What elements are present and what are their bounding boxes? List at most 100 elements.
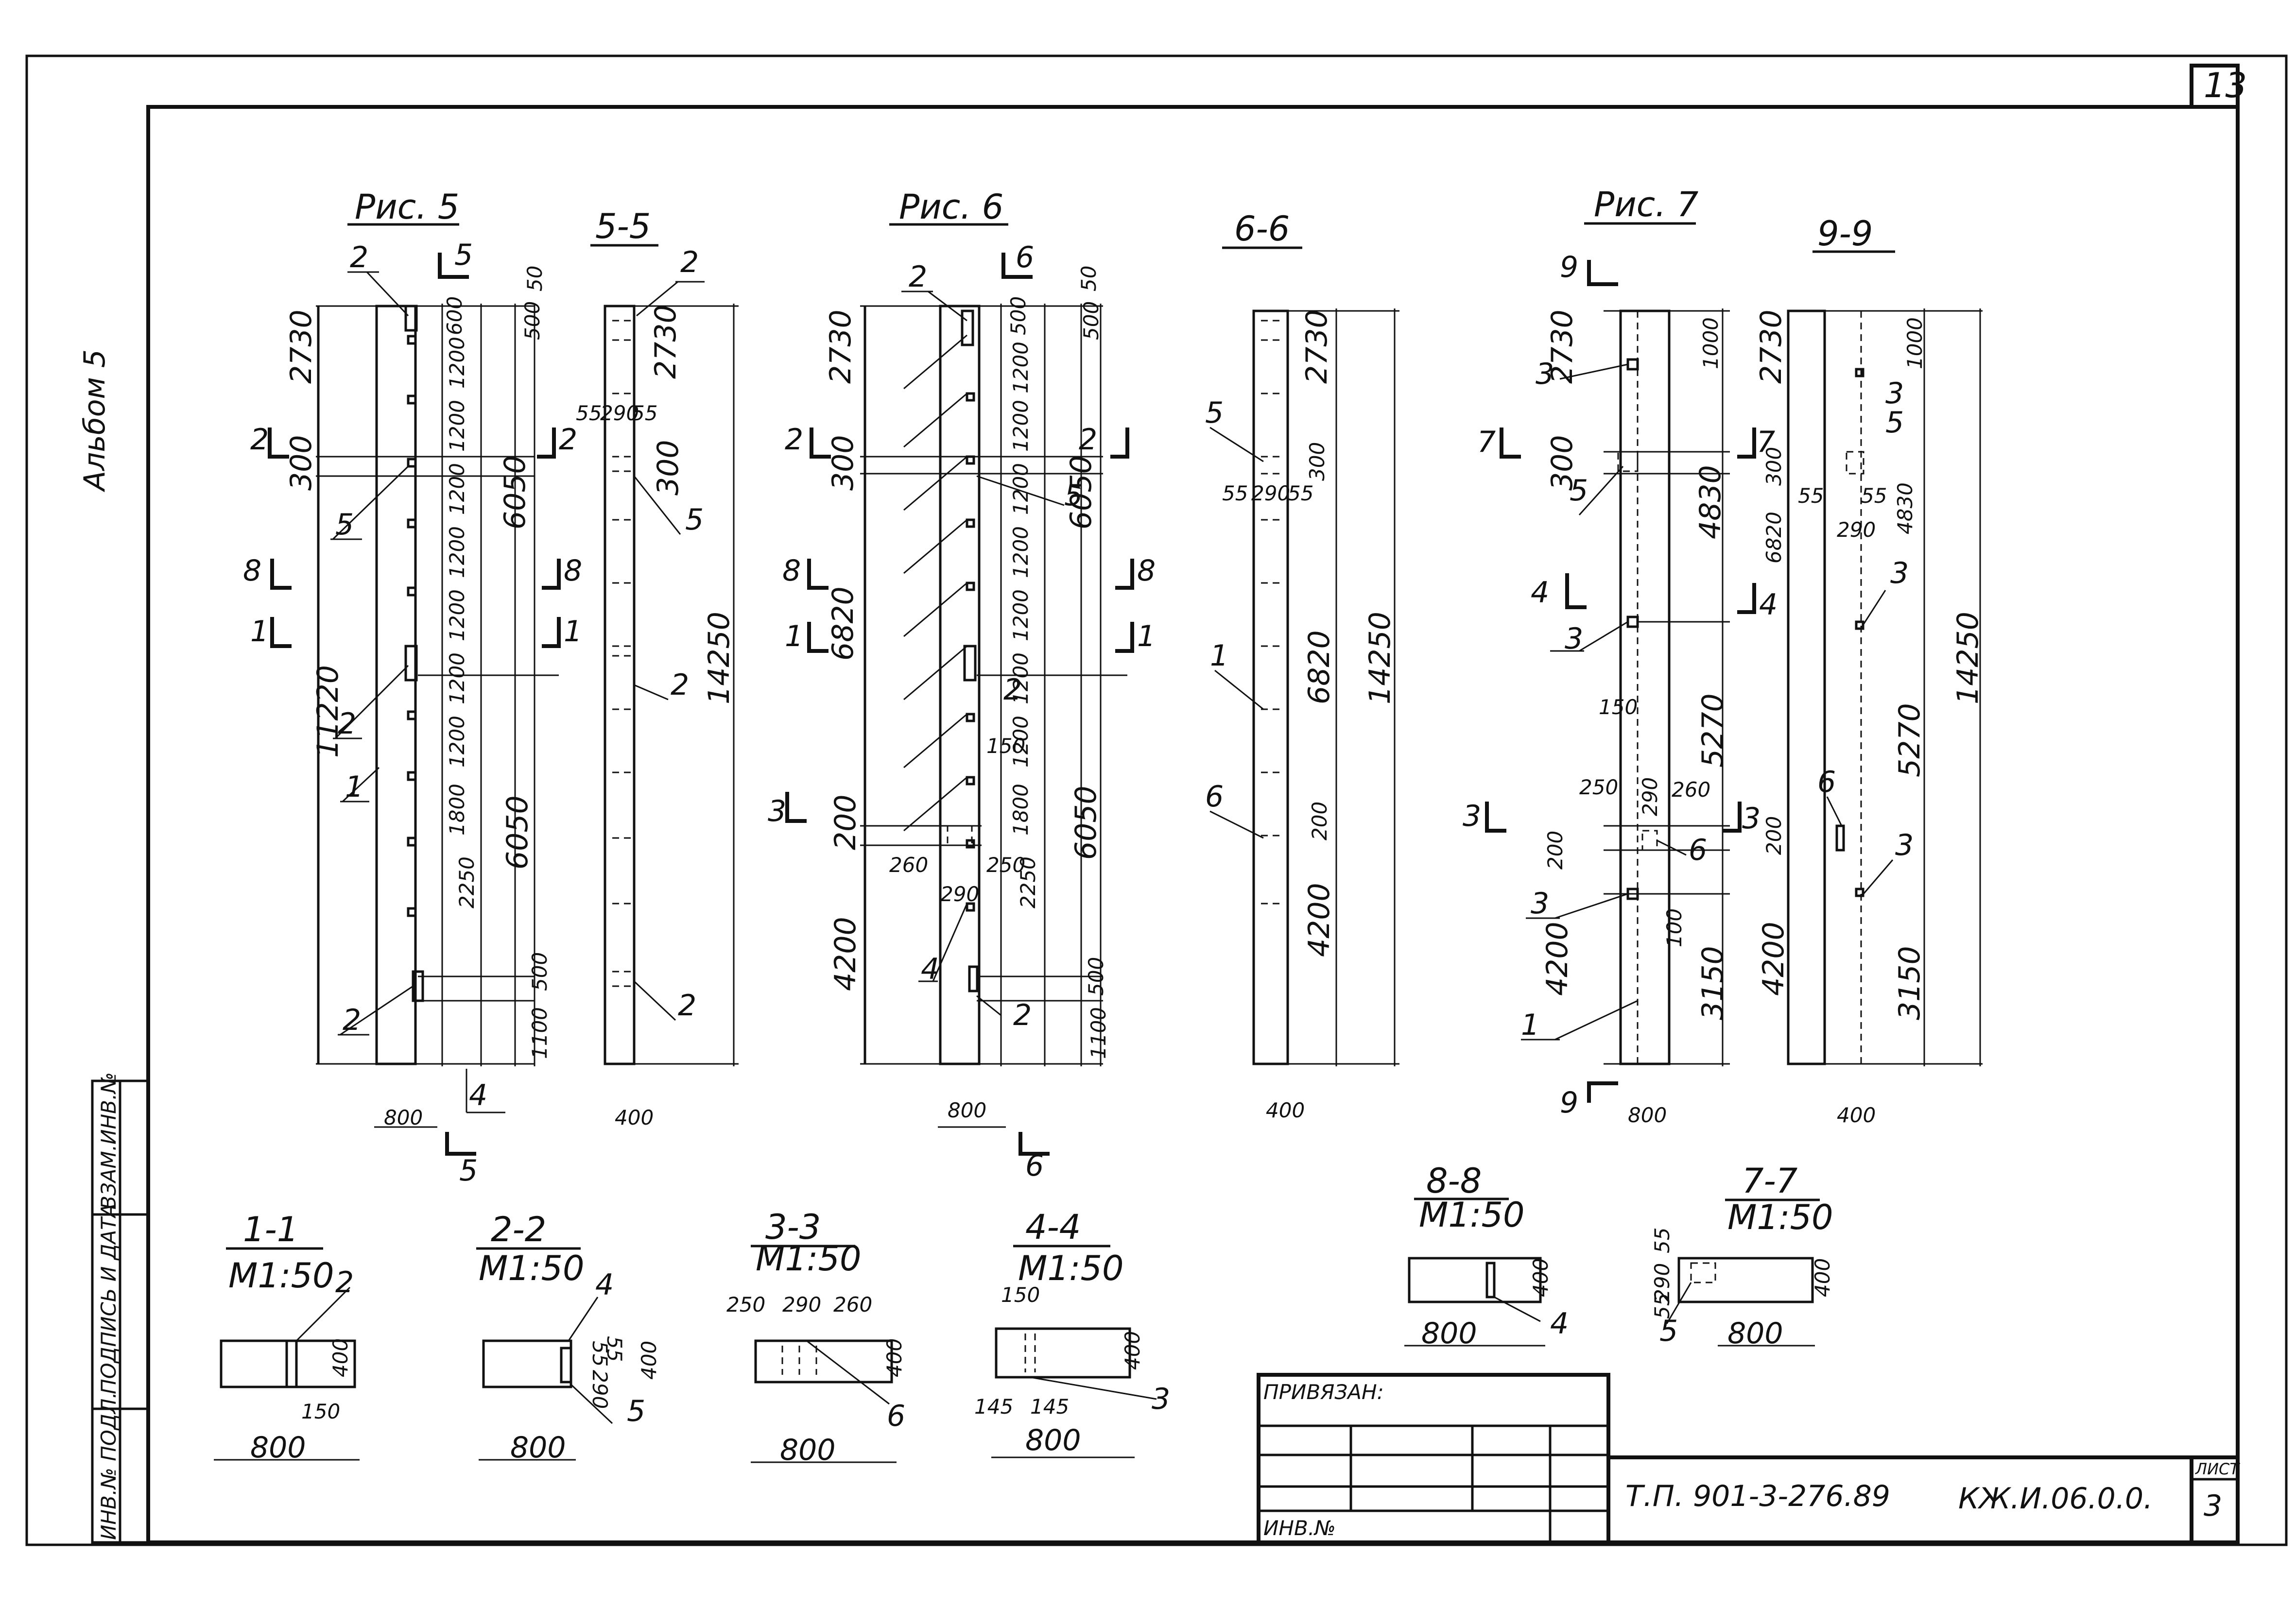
leader-label: 4 bbox=[921, 952, 939, 986]
cut-label: 2 bbox=[1079, 423, 1097, 457]
figure-5: Рис. 5 bbox=[243, 187, 739, 1188]
dim-text: 300 bbox=[1305, 442, 1329, 481]
dim-text: 800 bbox=[948, 1098, 986, 1122]
dim-text: 1200 bbox=[445, 652, 469, 704]
fig7-section-marks bbox=[1835, 368, 1864, 897]
stamp-replaced-inv: ВЗАМ.ИНВ.№ bbox=[97, 1072, 121, 1210]
dim-text: 500 bbox=[520, 301, 544, 340]
dim-text: 55 bbox=[1798, 484, 1824, 508]
dim-text: 4200 bbox=[1302, 883, 1336, 957]
stamp-inv-no: ИНВ.№ ПОДЛ. bbox=[97, 1392, 121, 1540]
dim-text: 2250 bbox=[1016, 856, 1040, 908]
section-1-1: 1-1 М1:50 2 400 150 800 bbox=[214, 1210, 360, 1465]
dim-text: 6820 bbox=[1762, 512, 1786, 564]
dim-text: 250 bbox=[986, 853, 1025, 877]
dim-text: 5270 bbox=[1893, 703, 1927, 777]
dim-text: 800 bbox=[1628, 1103, 1667, 1127]
dim-text: 150 bbox=[986, 734, 1025, 758]
dim-text: 400 bbox=[1529, 1258, 1553, 1297]
dim-text: 400 bbox=[615, 1106, 654, 1129]
cut-label: 3 bbox=[1742, 802, 1761, 836]
section-title: 1-1 bbox=[243, 1210, 298, 1249]
dim-text: 300 bbox=[826, 435, 860, 491]
leader-label: 5 bbox=[1659, 1314, 1678, 1348]
sheet-frame: 13 Альбом 5 bbox=[25, 54, 2288, 1546]
leader-label: 2 bbox=[909, 260, 927, 294]
dim-text: 150 bbox=[1599, 695, 1638, 719]
fig6-title: Рис. 6 bbox=[899, 187, 1003, 227]
dim-text: 290 bbox=[588, 1370, 612, 1409]
dim-text: 4200 bbox=[829, 917, 863, 991]
dim-text: 150 bbox=[1001, 1283, 1040, 1307]
dim-text: 600 bbox=[443, 296, 466, 335]
leader-label: 5 bbox=[685, 503, 704, 537]
dim-text: 1200 bbox=[445, 463, 469, 515]
dim-text: 150 bbox=[301, 1400, 340, 1423]
fig7-title: Рис. 7 bbox=[1594, 185, 1698, 224]
leader-label: 4 bbox=[1550, 1307, 1569, 1341]
cut-label: 1 bbox=[250, 615, 269, 649]
dim-text: 290 bbox=[1837, 518, 1876, 542]
dim-text: 55 bbox=[576, 401, 602, 425]
dim-text: 290 bbox=[782, 1293, 821, 1316]
cut-label: 8 bbox=[1137, 554, 1156, 588]
dim-text: 290 bbox=[1638, 777, 1662, 816]
section-scale: М1:50 bbox=[1419, 1195, 1525, 1235]
dim-text: 1100 bbox=[528, 1007, 552, 1059]
cut-label: 1 bbox=[1137, 619, 1156, 653]
inv-label: ИНВ.№ bbox=[1263, 1516, 1336, 1540]
dim-text: 800 bbox=[1727, 1316, 1783, 1351]
dim-text: 260 bbox=[1672, 778, 1710, 802]
fig6-section-title: 6-6 bbox=[1234, 209, 1290, 249]
dim-text: 800 bbox=[780, 1433, 836, 1467]
leader-label: 3 bbox=[1885, 376, 1904, 410]
leader-label: 5 bbox=[1205, 396, 1224, 430]
cut-label: 8 bbox=[243, 554, 261, 588]
dim-text: 800 bbox=[510, 1431, 566, 1465]
leader-label: 6 bbox=[1689, 833, 1707, 867]
dim-text: 4200 bbox=[1757, 922, 1791, 996]
dim-text: 55 bbox=[588, 1341, 612, 1367]
leader-label: 1 bbox=[1521, 1008, 1539, 1042]
dim-text: 55 bbox=[1861, 484, 1887, 508]
section-2-2: 2-2 М1:50 4 5 55 290 55 400 800 bbox=[476, 1210, 661, 1465]
section-title: 2-2 bbox=[491, 1210, 546, 1249]
dim-text: 1100 bbox=[1087, 1007, 1110, 1059]
dim-text: 145 bbox=[1030, 1395, 1069, 1419]
leader-label: 6 bbox=[1205, 780, 1224, 814]
dim-text: 1000 bbox=[1699, 317, 1723, 369]
section-scale: М1:50 bbox=[1727, 1197, 1833, 1237]
cut-label: 4 bbox=[1759, 588, 1778, 622]
dim-text: 55 bbox=[632, 401, 657, 425]
fig6-hatch bbox=[903, 334, 967, 832]
section-title: 8-8 bbox=[1426, 1161, 1482, 1201]
cut-label: 2 bbox=[559, 423, 577, 457]
dim-text: 800 bbox=[1025, 1423, 1081, 1457]
dim-text: 2730 bbox=[1754, 309, 1788, 384]
cut-label: 7 bbox=[1757, 425, 1775, 459]
dim-text: 55 bbox=[1650, 1293, 1674, 1319]
cut-label: 3 bbox=[1463, 799, 1481, 833]
cut-label: 8 bbox=[782, 554, 801, 588]
dim-text: 6050 bbox=[1064, 455, 1098, 530]
dim-text: 290 bbox=[600, 401, 639, 425]
title-block: ПРИВЯЗАН: ИНВ.№ Т.П. 901-3-276.89 КЖ.И.0… bbox=[1257, 1373, 2240, 1544]
dim-text: 1200 bbox=[1009, 716, 1033, 768]
dim-text: 800 bbox=[250, 1431, 306, 1465]
leader-label: 4 bbox=[469, 1078, 487, 1112]
leader-label: 6 bbox=[887, 1399, 905, 1433]
fig7-dims: 2730 300 150 250 200 4200 1000 4830 290 … bbox=[1540, 309, 1730, 1127]
cut-label: 5 bbox=[459, 1154, 478, 1188]
leader-label: 2 bbox=[671, 668, 689, 702]
dim-text: 200 bbox=[829, 794, 863, 850]
drawing-mark: КЖ.И.06.0.0. bbox=[1958, 1482, 2153, 1516]
dim-text: 500 bbox=[1084, 957, 1108, 996]
fig7-leaders: 3 5 3 6 3 1 bbox=[1521, 357, 1707, 1042]
dim-text: 1800 bbox=[1009, 784, 1033, 836]
leader-label: 5 bbox=[1064, 479, 1083, 513]
leader-label: 6 bbox=[1817, 765, 1836, 799]
dim-text: 260 bbox=[889, 853, 928, 877]
section-scale: М1:50 bbox=[756, 1239, 862, 1279]
dim-text: 2730 bbox=[1545, 309, 1579, 384]
